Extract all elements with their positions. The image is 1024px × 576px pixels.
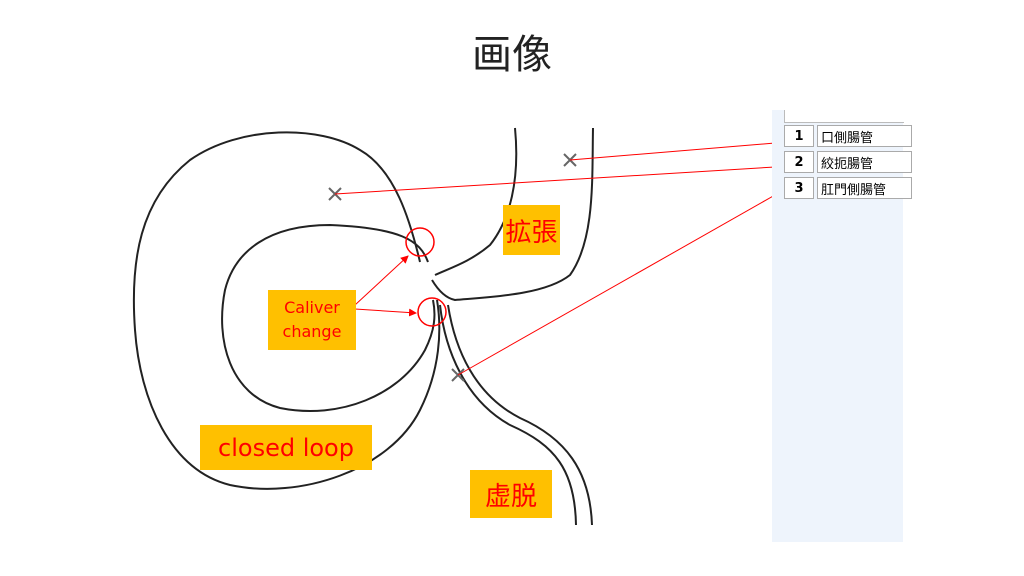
outer-loop [132,131,441,490]
caliber-circle-2 [417,297,447,327]
pointer-line-2 [334,166,776,195]
arrow-2 [354,308,417,317]
collapsed-bowel-2 [447,304,593,526]
arrow-1 [354,255,409,306]
pointer-line-3 [457,194,776,376]
caliber-circle-1 [405,227,435,257]
label-caliber-change: Caliver change [268,290,356,350]
label-collapse: 虚脱 [470,470,552,518]
dilated-bowel-outer [431,127,594,302]
slide-title: 画像 [472,32,552,78]
label-closed-loop: closed loop [200,425,372,470]
segment-number: 2 [784,151,814,173]
segment-number: 3 [784,177,814,199]
segment-number: 1 [784,125,814,147]
label-dilation: 拡張 [503,205,560,255]
segment-name: 絞扼腸管 [817,151,912,173]
panel-header [784,110,904,123]
segment-name: 口側腸管 [817,125,912,147]
inner-loop [221,223,436,412]
dilated-bowel-inner [434,127,518,276]
pointer-line-1 [569,142,776,161]
collapsed-bowel-1 [439,304,577,526]
segment-name: 肛門側腸管 [817,177,912,199]
